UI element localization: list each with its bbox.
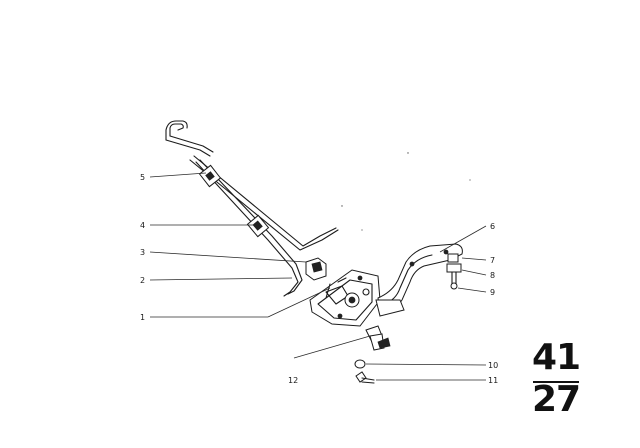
bearing-clip — [305, 257, 327, 281]
leader-lines — [149, 172, 487, 381]
stop-screw — [446, 253, 462, 290]
print-specks — [341, 152, 471, 231]
group-number-main: 41 — [531, 337, 581, 378]
callout-8: 8 — [490, 271, 495, 280]
linkage-rod — [165, 120, 339, 297]
callout-5: 5 — [140, 173, 145, 182]
callout-9: 9 — [490, 288, 495, 297]
bolt-parts — [354, 325, 391, 384]
callout-4: 4 — [140, 221, 145, 230]
callout-labels: 1 2 3 4 5 6 7 8 9 10 11 12 — [140, 173, 498, 385]
callout-12: 12 — [288, 376, 298, 385]
group-number-sub: 27 — [531, 379, 581, 420]
callout-6: 6 — [490, 222, 495, 231]
pedal-bracket — [309, 269, 381, 327]
callout-10: 10 — [488, 361, 498, 370]
group-number-divider — [533, 381, 579, 383]
callout-11: 11 — [488, 376, 498, 385]
callout-1: 1 — [140, 313, 145, 322]
pedal-lever — [375, 243, 463, 317]
callout-3: 3 — [140, 248, 145, 257]
callout-7: 7 — [490, 256, 495, 265]
callout-2: 2 — [140, 276, 145, 285]
